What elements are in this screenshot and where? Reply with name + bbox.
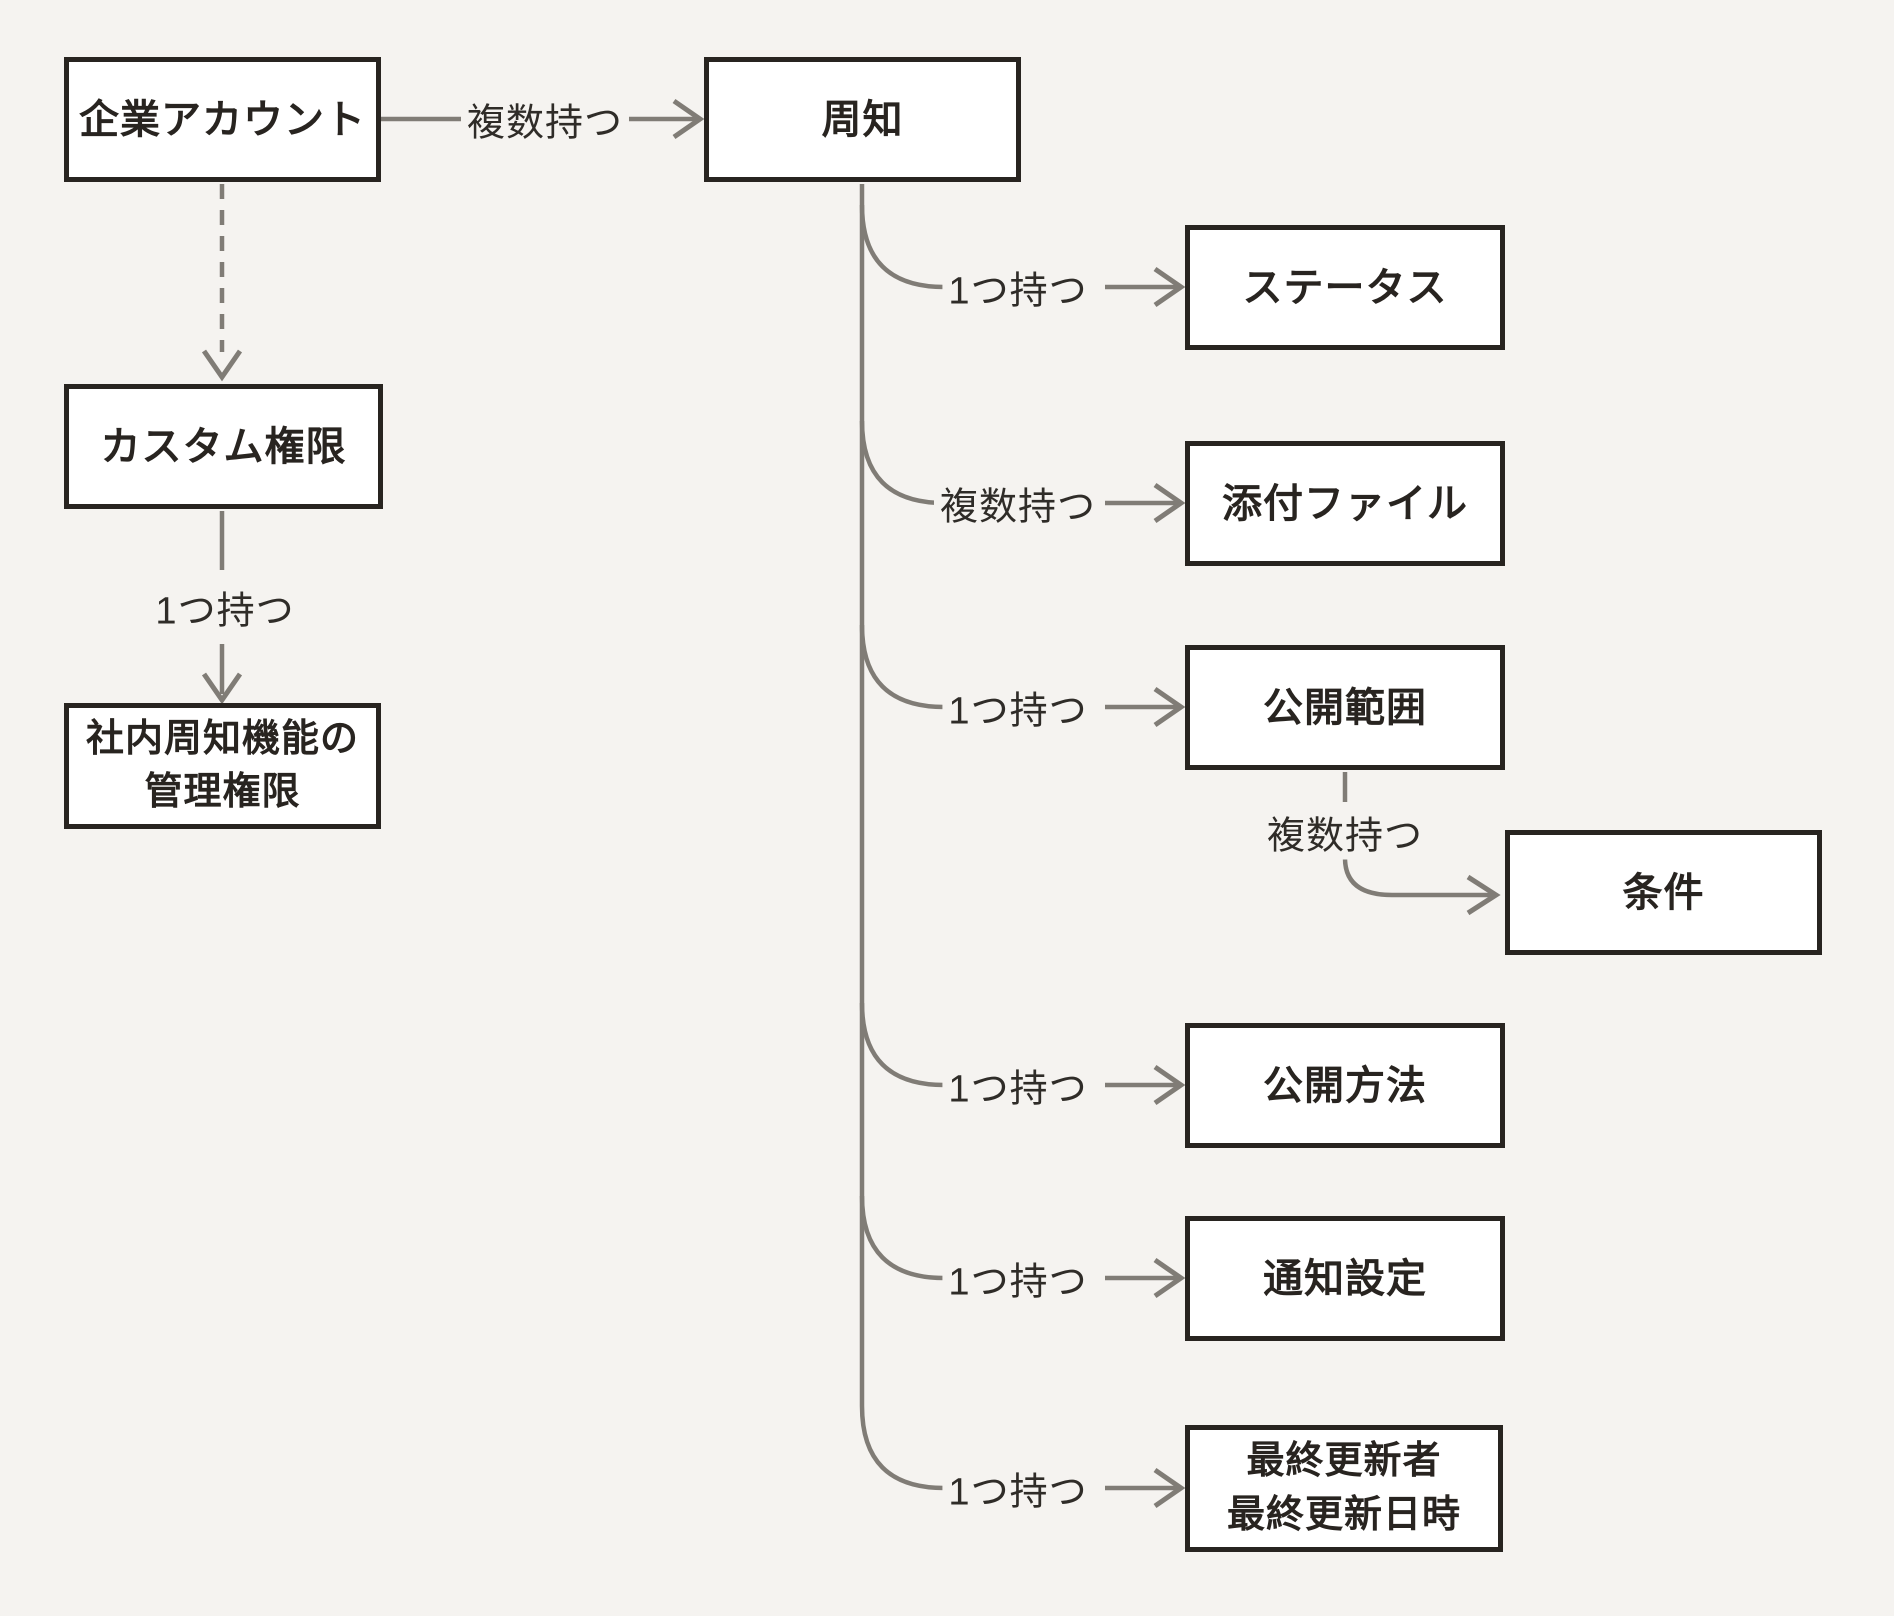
node-admin-permission-line2: 管理権限 (144, 771, 301, 813)
node-announcement: 周知 (704, 57, 1021, 182)
branch-curves (859, 204, 954, 1281)
node-condition-label: 条件 (1622, 870, 1705, 915)
edge-scope-to-condition (1342, 772, 1501, 916)
node-last-updated: 最終更新者 最終更新日時 (1185, 1425, 1503, 1552)
node-attachment-label: 添付ファイル (1222, 481, 1468, 526)
arrowhead-right-icon (1153, 1257, 1186, 1299)
edge-custom-to-admin (201, 511, 243, 705)
node-last-updated-line1: 最終更新者 (1246, 1440, 1442, 1483)
edge-label-announcement-to-scope: 1つ持つ (942, 679, 1094, 735)
node-custom-permission: カスタム権限 (64, 384, 383, 509)
arrowhead-right-icon (1466, 874, 1501, 916)
arrowhead-down-icon (201, 349, 243, 382)
node-notification-setting: 通知設定 (1185, 1216, 1505, 1341)
edge-label-announcement-to-attachment: 複数持つ (933, 475, 1103, 531)
edge-label-custom-to-admin: 1つ持つ (149, 579, 301, 635)
arrowhead-right-icon (1153, 686, 1186, 728)
arrowhead-right-icon (1153, 1467, 1186, 1509)
node-admin-permission-line1: 社内周知機能の (85, 717, 359, 760)
node-attachment: 添付ファイル (1185, 441, 1505, 566)
node-corporate-account: 企業アカウント (64, 57, 381, 182)
node-condition: 条件 (1505, 830, 1822, 955)
node-admin-permission: 社内周知機能の 管理権限 (64, 703, 381, 829)
arrowhead-down-icon (201, 672, 243, 705)
node-custom-permission-label: カスタム権限 (100, 424, 347, 469)
edge-label-announcement-to-status: 1つ持つ (942, 259, 1094, 315)
node-corporate-account-label: 企業アカウント (79, 97, 366, 142)
node-status-label: ステータス (1242, 265, 1448, 310)
arrowhead-right-icon (1153, 1064, 1186, 1106)
node-publish-method: 公開方法 (1185, 1023, 1505, 1148)
branch-arrows (1105, 266, 1186, 1509)
arrowhead-right-icon (1153, 482, 1186, 524)
edge-account-to-announcement (381, 98, 705, 140)
node-publish-scope: 公開範囲 (1185, 645, 1505, 770)
arrowhead-right-icon (1153, 266, 1186, 308)
node-status: ステータス (1185, 225, 1505, 350)
edge-label-announcement-to-notification: 1つ持つ (942, 1250, 1094, 1306)
arrowhead-right-icon (672, 98, 705, 140)
node-notification-setting-label: 通知設定 (1263, 1256, 1427, 1301)
edge-account-to-custom-permission (201, 184, 243, 382)
edge-label-announcement-to-last-updated: 1つ持つ (942, 1460, 1094, 1516)
node-announcement-label: 周知 (821, 97, 904, 142)
edge-announcement-trunk (859, 184, 954, 1491)
edge-label-announcement-to-method: 1つ持つ (942, 1057, 1094, 1113)
node-publish-method-label: 公開方法 (1263, 1063, 1427, 1108)
edge-label-scope-to-condition: 複数持つ (1260, 804, 1430, 860)
node-last-updated-line2: 最終更新日時 (1226, 1493, 1461, 1536)
node-publish-scope-label: 公開範囲 (1263, 685, 1427, 730)
edge-label-account-to-announcement: 複数持つ (460, 91, 630, 147)
